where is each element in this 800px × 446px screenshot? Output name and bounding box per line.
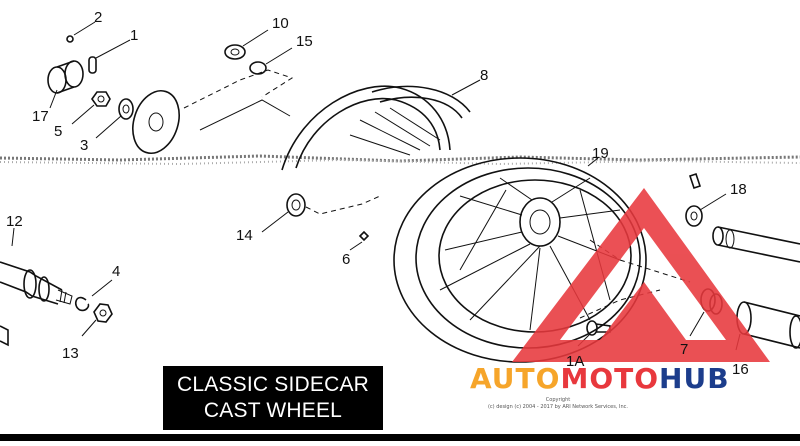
part-4-lock-washer (74, 279, 113, 312)
axle-line-upper (183, 69, 294, 109)
part-15-spacer (249, 47, 293, 75)
title-line-2: CAST WHEEL (203, 399, 343, 422)
callout-12: 12 (6, 213, 23, 230)
callout-19: 19 (592, 145, 609, 162)
callout-10: 10 (272, 15, 289, 32)
callout-1: 1 (130, 27, 138, 44)
part-13-nut (81, 303, 113, 337)
part-5-nut (71, 91, 111, 125)
part-12-axle (0, 227, 73, 347)
part-14-spacer (261, 193, 381, 233)
part-axle-right (712, 226, 800, 263)
part-18-spacer (685, 172, 727, 227)
copyright-line-1: Copyright (545, 397, 571, 403)
callout-3: 3 (80, 137, 88, 154)
callout-6: 6 (342, 251, 350, 268)
callout-18: 18 (730, 181, 747, 198)
copyright-notice: Copyright (c) design (c) 2004 - 2017 by … (468, 397, 648, 411)
callout-17: 17 (32, 108, 49, 125)
watermark-part-hub: HUB (659, 362, 730, 395)
part-cover-disc (132, 90, 180, 154)
callout-2: 2 (94, 9, 102, 26)
scan-tear-line (0, 154, 800, 166)
part-10-washer (224, 29, 269, 60)
callout-8: 8 (480, 67, 488, 84)
callout-7: 7 (680, 341, 688, 358)
callout-4: 4 (112, 263, 120, 280)
title-line-1: CLASSIC SIDECAR (176, 373, 370, 396)
watermark-part-auto: AUTO (470, 362, 561, 395)
callout-16: 16 (732, 361, 749, 378)
diagram-title-box: CLASSIC SIDECAR CAST WHEEL (163, 366, 383, 430)
watermark-text: AUTOMOTOHUB (470, 362, 730, 395)
watermark-triangle (512, 188, 770, 362)
part-8-wheel-rim-rear (281, 79, 481, 171)
callout-15: 15 (296, 33, 313, 50)
part-2-ball (66, 35, 74, 43)
bottom-border (0, 434, 800, 441)
part-6-valve (349, 230, 370, 251)
callout-5: 5 (54, 123, 62, 140)
callout-14: 14 (236, 227, 253, 244)
callout-13: 13 (62, 345, 79, 362)
callout-1A: 1A (566, 353, 584, 370)
part-3-washer (95, 98, 134, 139)
part-1-key (88, 56, 97, 74)
copyright-line-2: (c) design (c) 2004 - 2017 by ARI Networ… (487, 404, 629, 410)
part-17-collar (47, 60, 84, 109)
watermark-part-moto: MOTO (560, 362, 660, 395)
leader-bracket (199, 99, 291, 131)
